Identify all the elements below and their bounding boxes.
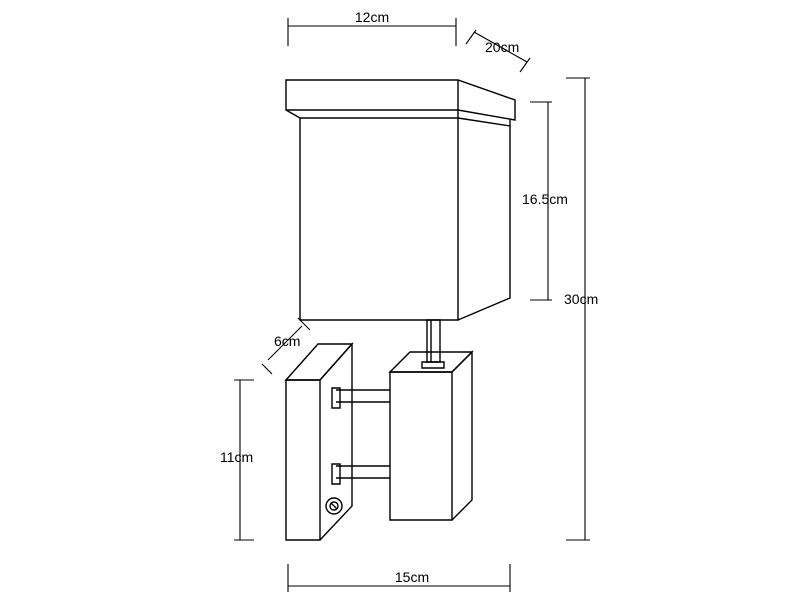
holder-block <box>388 350 474 521</box>
label-base-height: 11cm <box>220 449 253 465</box>
dimension-lines <box>234 18 590 592</box>
label-total-height: 30cm <box>564 291 598 307</box>
dim-top-width <box>287 18 457 46</box>
dim-total-height <box>566 77 590 541</box>
switch-knob-icon <box>325 497 343 515</box>
wall-base-plate <box>284 342 354 541</box>
label-top-width: 12cm <box>355 9 389 25</box>
lamp-stem <box>421 319 445 369</box>
connecting-rods <box>331 387 390 485</box>
dim-depth <box>465 29 531 73</box>
dimension-labels: 12cm 20cm 16.5cm 30cm 6cm 11cm 15cm <box>220 9 598 585</box>
label-depth: 20cm <box>485 39 519 55</box>
lamp-drawing <box>284 79 516 541</box>
dim-base-height <box>234 379 254 541</box>
dim-base-depth <box>261 317 311 375</box>
label-base-depth: 6cm <box>274 333 300 349</box>
dim-total-width <box>287 564 511 592</box>
dim-shade-height <box>530 101 552 301</box>
label-shade-height: 16.5cm <box>522 191 568 207</box>
label-total-width: 15cm <box>395 569 429 585</box>
lamp-shade <box>285 79 516 321</box>
